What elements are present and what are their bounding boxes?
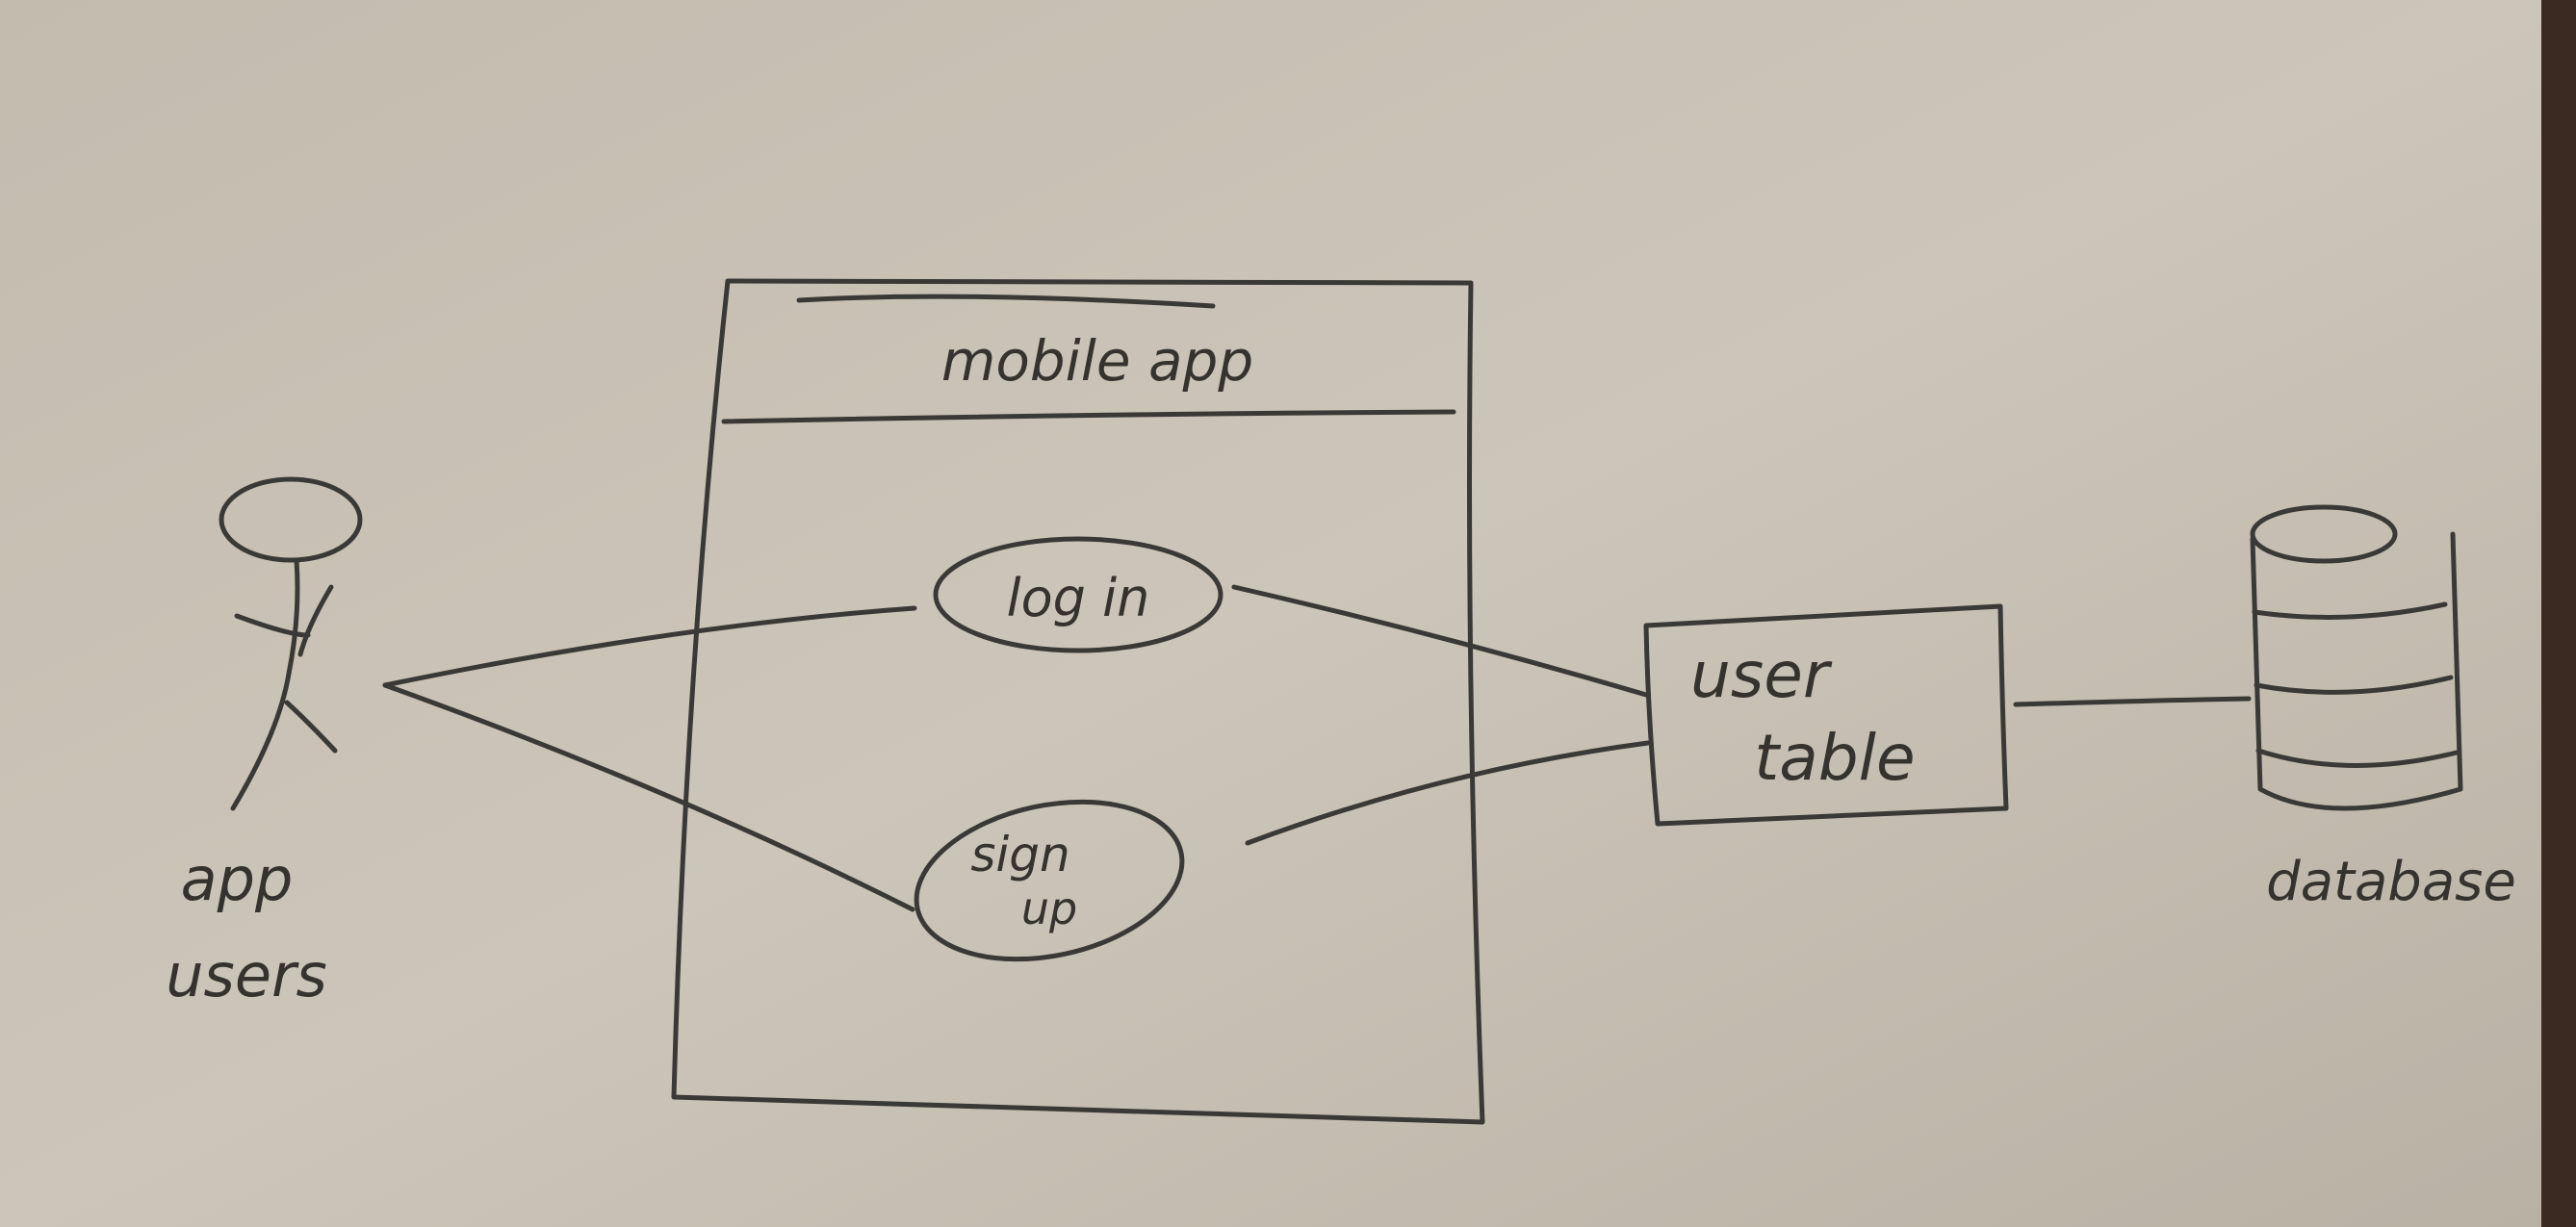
boundary-title-divider xyxy=(721,409,1456,424)
use-case-login-ellipse xyxy=(933,536,1224,653)
actor-arms xyxy=(234,584,334,657)
use-case-signup-ellipse xyxy=(914,799,1185,962)
actor-label-line1: app xyxy=(181,844,294,914)
use-case-login-label: log in xyxy=(1007,568,1150,628)
association-actor-login xyxy=(382,605,917,688)
user-table-label-line2: table xyxy=(1754,721,1915,795)
dark-right-edge xyxy=(2541,0,2576,1227)
boundary-rectangle xyxy=(671,278,1485,1125)
boundary-top-scribble xyxy=(796,294,1216,309)
link-login-usertable xyxy=(1231,584,1649,698)
link-usertable-database xyxy=(2013,696,2252,707)
actor-head xyxy=(219,476,363,563)
database-band-1 xyxy=(2252,601,2448,620)
database-band-2 xyxy=(2254,675,2454,695)
actor-leg xyxy=(284,700,338,754)
use-case-signup-label-line1: sign xyxy=(970,827,1069,882)
use-case-login: log in xyxy=(933,536,1224,653)
database-cylinder: database xyxy=(2250,504,2516,913)
actor-label-line2: users xyxy=(166,940,327,1010)
system-boundary-mobile-app: mobile app xyxy=(671,278,1485,1125)
database-top-icon xyxy=(2250,504,2398,564)
actor-app-users: app users xyxy=(166,476,363,1010)
user-table-box xyxy=(1643,603,2009,827)
database-band-3 xyxy=(2255,748,2460,769)
use-case-signup-label-line2: up xyxy=(1021,882,1077,934)
boundary-title: mobile app xyxy=(941,328,1253,394)
database-label: database xyxy=(2266,851,2516,913)
database-body xyxy=(2250,531,2463,811)
use-case-signup: sign up xyxy=(914,799,1185,962)
user-table-label-line1: user xyxy=(1690,638,1833,712)
association-actor-signup xyxy=(382,682,915,912)
actor-body xyxy=(230,557,300,811)
entity-user-table: user table xyxy=(1643,603,2009,827)
link-signup-usertable xyxy=(1245,740,1651,846)
